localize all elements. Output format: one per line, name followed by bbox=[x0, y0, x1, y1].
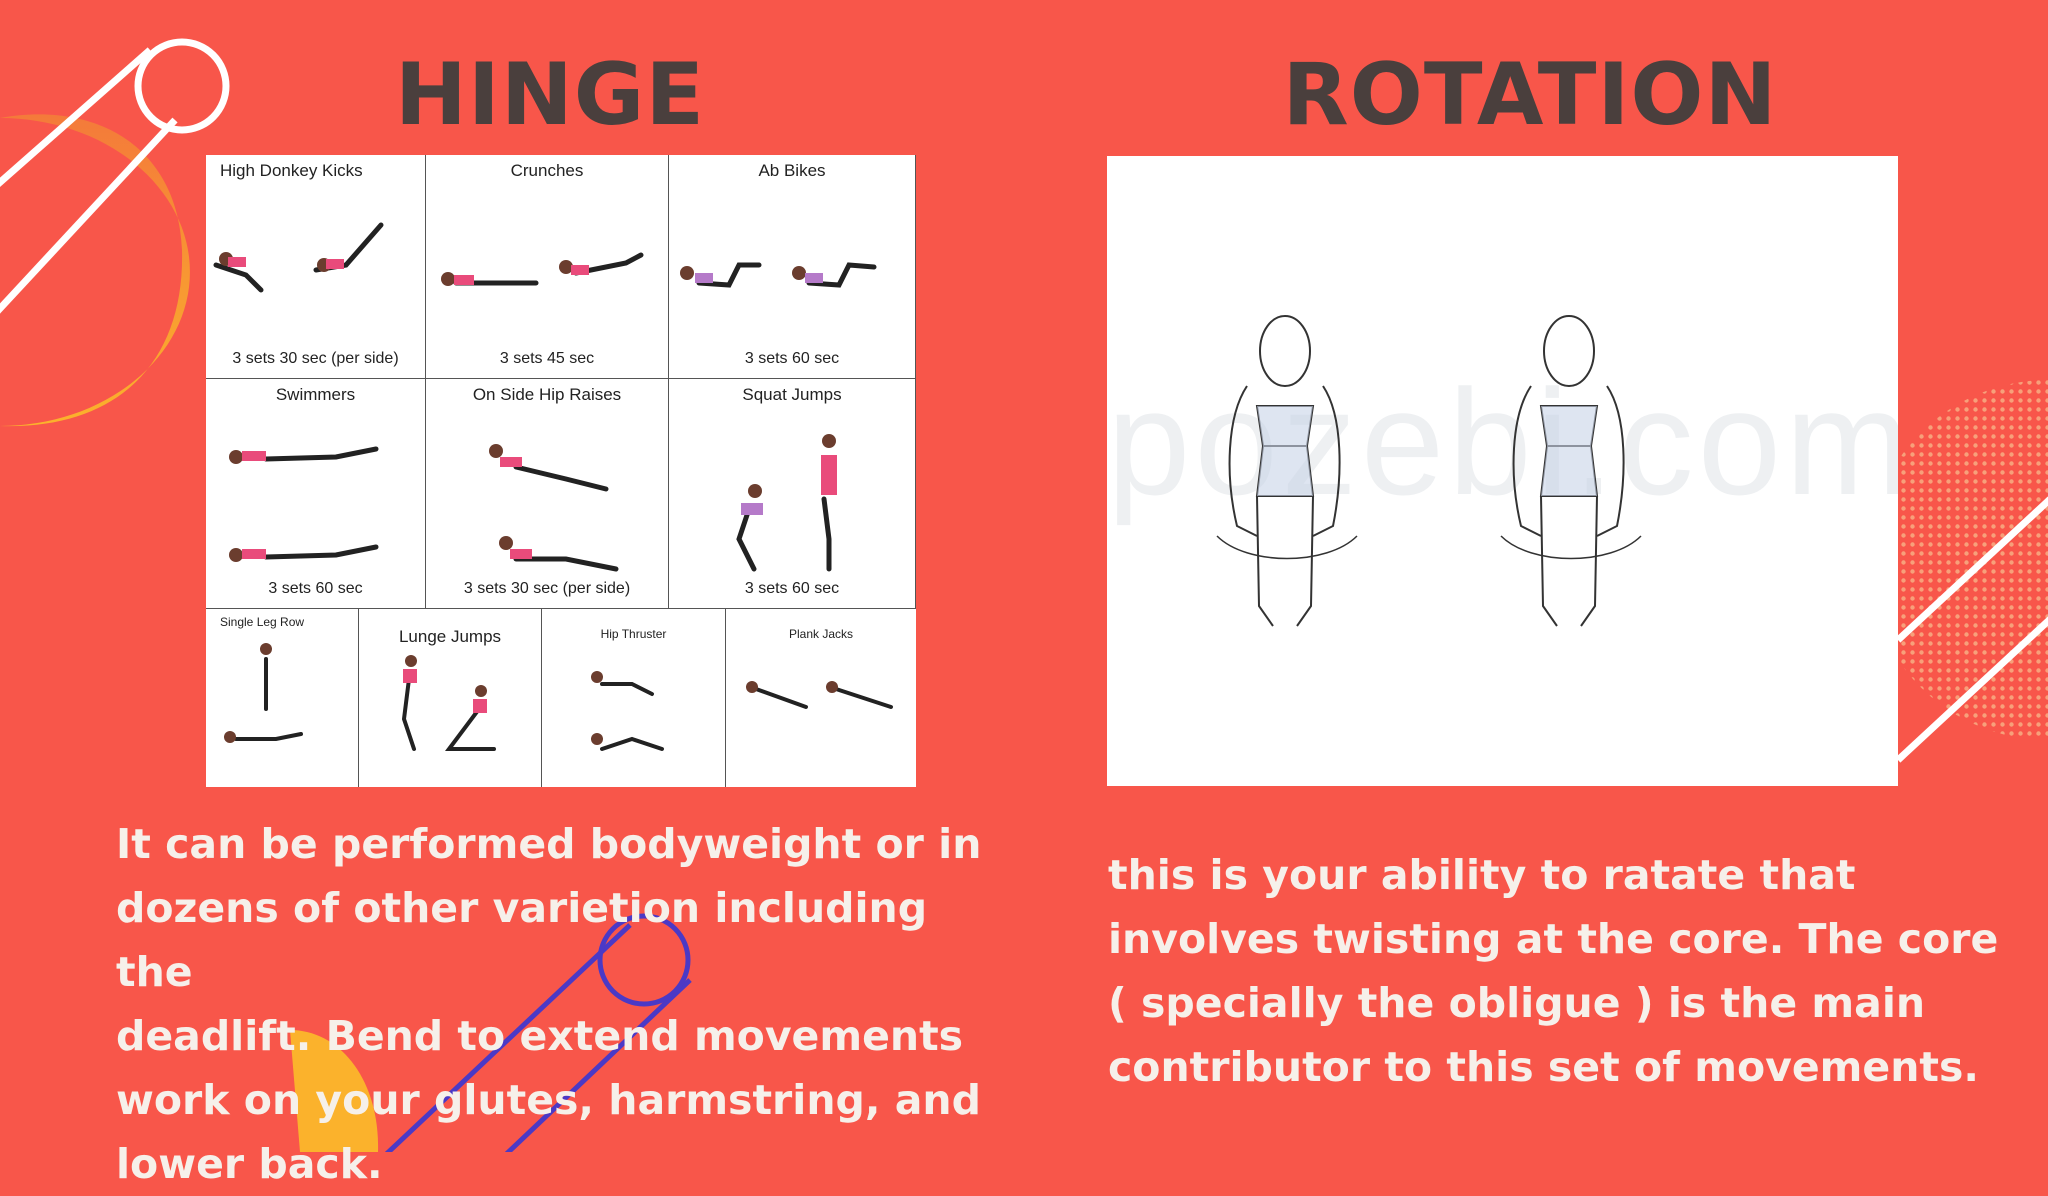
exercise-name: Hip Thruster bbox=[600, 627, 667, 641]
exercise-name: Squat Jumps bbox=[742, 385, 842, 404]
exercise-cell: Swimmers 3 sets 60 sec bbox=[206, 379, 426, 609]
exercise-sets: 3 sets 60 sec bbox=[744, 350, 840, 367]
white-diagonal-line bbox=[1895, 496, 2048, 643]
white-diagonal-line bbox=[0, 117, 178, 314]
exercise-illustration bbox=[213, 222, 384, 293]
twisting-figures bbox=[1216, 315, 1642, 627]
exercise-sets: 3 sets 60 sec bbox=[744, 580, 840, 597]
exercise-illustration bbox=[680, 262, 877, 288]
exercise-illustration bbox=[591, 671, 664, 751]
exercise-name: Crunches bbox=[510, 161, 584, 180]
exercise-sets: 3 sets 30 sec (per side) bbox=[232, 350, 399, 367]
exercise-cell: High Donkey Kicks 3 sets 30 sec (per sid… bbox=[206, 155, 426, 379]
exercise-illustration bbox=[401, 655, 496, 751]
hinge-heading: HINGE bbox=[394, 45, 706, 145]
white-diagonal-line bbox=[0, 47, 153, 188]
decorative-shapes bbox=[0, 38, 2048, 1152]
dotted-half-circle bbox=[1868, 380, 2048, 740]
orange-disc-bottom bbox=[290, 1030, 379, 1152]
exercise-cell: Plank Jacks bbox=[726, 609, 916, 787]
rotation-description: this is your ability to ratate that invo… bbox=[1108, 851, 1999, 1091]
hinge-description: It can be performed bodyweight or in doz… bbox=[116, 820, 982, 1188]
exercise-cell: Lunge Jumps bbox=[359, 609, 542, 787]
exercise-cell: Squat Jumps 3 sets 60 sec bbox=[669, 379, 916, 609]
exercise-sets: 3 sets 60 sec bbox=[268, 580, 363, 597]
exercise-cell: On Side Hip Raises 3 sets 30 sec (per si… bbox=[426, 379, 669, 609]
exercise-sets: 3 sets 45 sec bbox=[499, 350, 595, 367]
blue-ring bbox=[597, 913, 691, 1007]
exercise-illustration bbox=[746, 681, 893, 709]
exercise-cell: Single Leg Row bbox=[206, 609, 359, 787]
exercise-name: High Donkey Kicks bbox=[220, 161, 363, 180]
exercise-name: On Side Hip Raises bbox=[472, 385, 622, 404]
exercise-illustration bbox=[441, 252, 644, 286]
exercise-illustration bbox=[489, 444, 619, 572]
exercise-illustration bbox=[224, 643, 303, 743]
exercise-name: Plank Jacks bbox=[788, 627, 854, 641]
exercise-cell: Crunches 3 sets 45 sec bbox=[426, 155, 669, 379]
exercise-name: Swimmers bbox=[275, 385, 356, 404]
exercise-name: Ab Bikes bbox=[758, 161, 826, 180]
blue-diagonal-line bbox=[384, 923, 632, 1152]
watermark: pozebi.com bbox=[1107, 358, 1898, 526]
exercise-name: Single Leg Row bbox=[220, 615, 305, 629]
exercise-name: Lunge Jumps bbox=[398, 627, 502, 646]
white-ring bbox=[134, 38, 230, 134]
white-diagonal-line bbox=[1895, 616, 2048, 763]
blue-diagonal-line bbox=[504, 978, 692, 1152]
exercise-cell: Hip Thruster bbox=[542, 609, 726, 787]
exercise-cell: Ab Bikes 3 sets 60 sec bbox=[669, 155, 916, 379]
exercise-illustration bbox=[736, 434, 837, 572]
rotation-heading: ROTATION bbox=[1282, 45, 1778, 145]
hinge-exercise-chart: High Donkey Kicks 3 sets 30 sec (per sid… bbox=[206, 155, 916, 787]
exercise-illustration bbox=[229, 446, 379, 562]
rotation-illustration: pozebi.com bbox=[1107, 156, 1898, 786]
exercise-sets: 3 sets 30 sec (per side) bbox=[463, 580, 631, 597]
